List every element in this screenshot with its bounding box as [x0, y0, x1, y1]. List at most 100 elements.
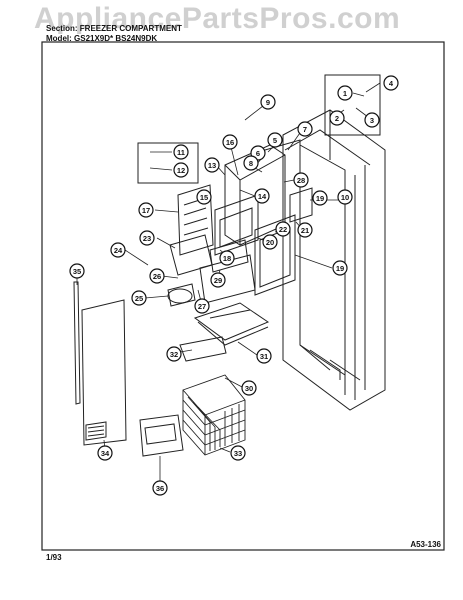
callout-number: 5	[273, 136, 277, 145]
callout-21: 21	[297, 222, 313, 238]
callout-number: 9	[266, 98, 270, 107]
callout-number: 6	[256, 149, 260, 158]
callout-29: 29	[210, 272, 226, 288]
callout-4: 4	[383, 75, 399, 91]
callout-circle	[364, 112, 380, 128]
callout-number: 21	[301, 226, 309, 235]
callout-number: 34	[101, 449, 110, 458]
callout-26: 26	[149, 268, 165, 284]
callout-circle	[297, 222, 313, 238]
callout-11: 11	[173, 144, 189, 160]
model-line: Model: GS21X9D* BS24N9DK	[46, 34, 157, 43]
callout-circle	[297, 121, 313, 137]
callout-circle	[210, 272, 226, 288]
callout-number: 3	[370, 116, 374, 125]
callout-number: 12	[177, 166, 185, 175]
callout-number: 16	[226, 138, 234, 147]
footer-code: A53-136	[410, 540, 441, 549]
callout-circle	[329, 110, 345, 126]
callout-number: 15	[200, 193, 208, 202]
callout-circle	[230, 445, 246, 461]
detail-box-11-12	[137, 142, 199, 184]
callout-circle	[383, 75, 399, 91]
callout-number: 4	[389, 79, 394, 88]
callout-number: 8	[249, 159, 253, 168]
callout-circle	[173, 162, 189, 178]
callout-number: 23	[143, 234, 151, 243]
callout-circle	[275, 221, 291, 237]
callout-circle	[194, 298, 210, 314]
callout-circle	[332, 260, 348, 276]
callout-19: 19	[332, 260, 348, 276]
callout-circle	[312, 190, 328, 206]
callout-25: 25	[131, 290, 147, 306]
callout-34: 34	[97, 445, 113, 461]
callout-circle	[219, 250, 235, 266]
callout-10: 10	[337, 189, 353, 205]
callout-23: 23	[139, 230, 155, 246]
callout-27: 27	[194, 298, 210, 314]
callout-number: 10	[341, 193, 349, 202]
callout-circle	[110, 242, 126, 258]
callout-31: 31	[256, 348, 272, 364]
callout-number: 2	[335, 114, 339, 123]
callout-30: 30	[241, 380, 257, 396]
callout-number: 28	[297, 176, 305, 185]
callout-circle	[152, 480, 168, 496]
callout-number: 22	[279, 225, 287, 234]
callout-19: 19	[312, 190, 328, 206]
callout-36: 36	[152, 480, 168, 496]
callout-circle	[196, 189, 212, 205]
callout-circle	[267, 132, 283, 148]
callout-35: 35	[69, 263, 85, 279]
callout-number: 25	[135, 294, 143, 303]
callout-1: 1	[337, 85, 353, 101]
detail-box-1-4	[324, 74, 381, 136]
bin-32	[179, 336, 227, 362]
section-line: Section: FREEZER COMPARTMENT	[46, 24, 182, 33]
callout-number: 20	[266, 238, 274, 247]
callout-number: 24	[114, 246, 123, 255]
callout-circle	[69, 263, 85, 279]
callout-circle	[166, 346, 182, 362]
section-label: Section:	[46, 24, 78, 33]
callout-circle	[262, 234, 278, 250]
callout-circle	[139, 230, 155, 246]
callout-number: 26	[153, 272, 161, 281]
callout-number: 32	[170, 350, 178, 359]
callout-8: 8	[243, 155, 259, 171]
ice-tray	[139, 414, 184, 457]
callout-13: 13	[204, 157, 220, 173]
callout-20: 20	[262, 234, 278, 250]
model-value: GS21X9D* BS24N9DK	[74, 34, 158, 43]
callout-12: 12	[173, 162, 189, 178]
callout-circle	[173, 144, 189, 160]
callout-2: 2	[329, 110, 345, 126]
callout-circle	[293, 172, 309, 188]
callout-3: 3	[364, 112, 380, 128]
cabinet-drawing	[282, 109, 386, 411]
callout-22: 22	[275, 221, 291, 237]
callout-9: 9	[260, 94, 276, 110]
shelf	[193, 302, 270, 346]
callout-14: 14	[254, 188, 270, 204]
callout-number: 11	[177, 148, 185, 157]
footer-date: 1/93	[46, 553, 62, 562]
callout-number: 13	[208, 161, 216, 170]
callout-number: 31	[260, 352, 268, 361]
callout-number: 33	[234, 449, 242, 458]
wire-basket	[182, 374, 246, 456]
callout-number: 19	[316, 194, 324, 203]
callout-28: 28	[293, 172, 309, 188]
callout-5: 5	[267, 132, 283, 148]
callout-circle	[337, 85, 353, 101]
section-value: FREEZER COMPARTMENT	[79, 24, 182, 33]
callout-number: 19	[336, 264, 344, 273]
callout-circle	[243, 155, 259, 171]
callout-number: 27	[198, 302, 206, 311]
callout-circle	[241, 380, 257, 396]
callout-circle	[254, 188, 270, 204]
callout-33: 33	[230, 445, 246, 461]
callout-circle	[138, 202, 154, 218]
